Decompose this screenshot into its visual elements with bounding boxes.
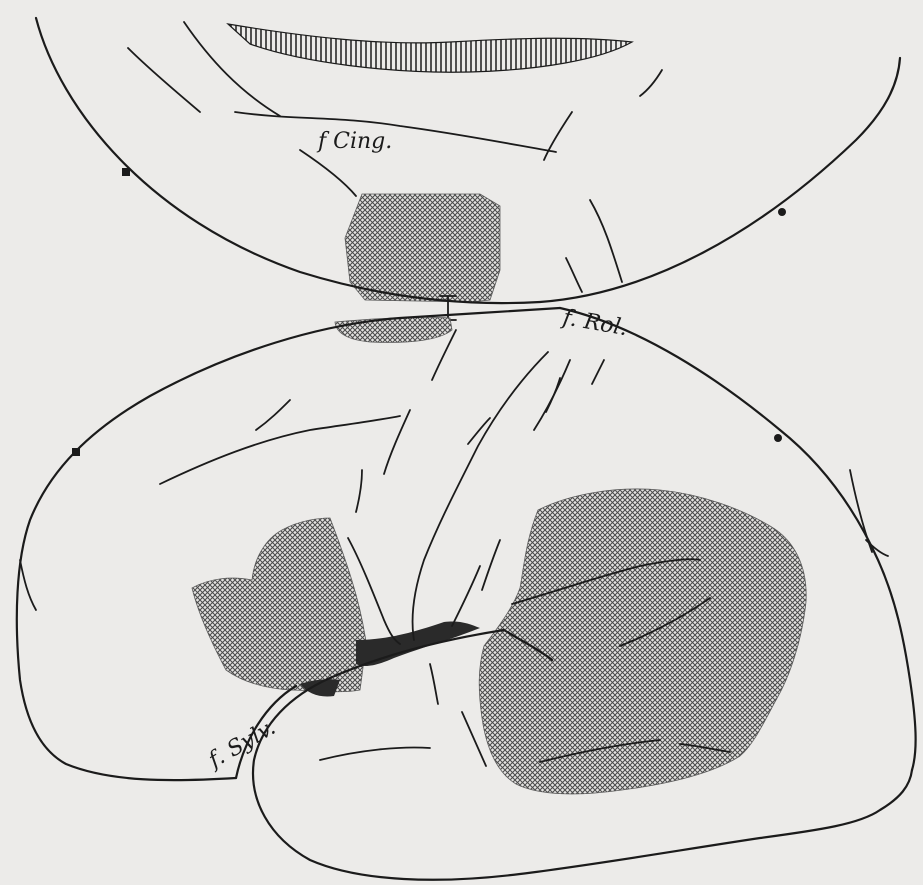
frontal-lesion xyxy=(192,518,366,692)
temporoparietal-lesion xyxy=(479,489,806,794)
postcentral-sulcus xyxy=(534,360,570,430)
medial-hemisphere-view: f Cing. xyxy=(36,18,900,303)
temporal-sulcus-5 xyxy=(430,664,438,704)
medial-sulcus-5 xyxy=(590,200,622,282)
frontal-sulcus-3 xyxy=(356,470,362,512)
medial-sulcus-6 xyxy=(566,258,582,292)
frontal-notch xyxy=(20,560,36,610)
medial-sulcus-2 xyxy=(128,48,200,112)
corpus-callosum-hatched-region xyxy=(228,24,632,72)
frontal-sulcus-2 xyxy=(256,400,290,430)
lateral-marker-square xyxy=(72,448,80,456)
postcentral-sulcus-2 xyxy=(592,360,604,384)
frontal-sulcus-1 xyxy=(160,416,400,484)
medial-sulcus-3 xyxy=(640,70,662,96)
parietal-sulcus xyxy=(452,566,480,626)
angular-sulcus xyxy=(546,378,560,412)
cingulate-sulcus xyxy=(235,112,556,152)
medial-marker-dot xyxy=(778,208,786,216)
temporal-sulcus-6 xyxy=(320,748,430,761)
label-sylvian-fissure: f. Sylv. xyxy=(203,715,280,774)
medial-sulcus-7 xyxy=(300,150,356,196)
vertex-lesion xyxy=(335,317,452,342)
lateral-marker-dot xyxy=(774,434,782,442)
medial-marker-square xyxy=(122,168,130,176)
lateral-hemisphere-view: f. Rol. f. Sylv. xyxy=(17,305,916,880)
parietal-sulcus-2 xyxy=(482,540,500,590)
label-rolandic-sulcus: f. Rol. xyxy=(559,305,630,341)
medial-lesion xyxy=(345,194,500,302)
sylvian-dark-region xyxy=(356,621,480,666)
precentral-sulcus-2 xyxy=(384,410,410,474)
label-cingulate-sulcus: f Cing. xyxy=(316,129,392,154)
medial-sulcus-4 xyxy=(544,112,572,160)
occipital-sulcus xyxy=(850,470,872,552)
occipital-notch xyxy=(866,540,888,556)
